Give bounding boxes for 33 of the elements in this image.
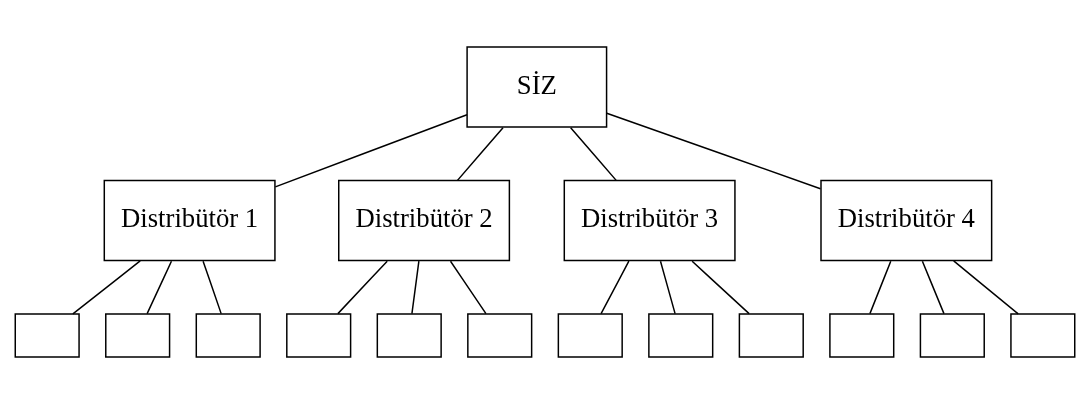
connector	[600, 260, 630, 314]
node-box	[195, 312, 261, 358]
node-box	[376, 312, 442, 358]
connector	[449, 260, 487, 314]
node-box: Distribütör 2	[338, 179, 511, 261]
node-box	[919, 312, 985, 358]
connector	[337, 260, 388, 314]
node-box	[467, 312, 533, 358]
node-box	[648, 312, 714, 358]
connector	[274, 113, 468, 188]
connector	[411, 260, 420, 314]
node-box: Distribütör 3	[563, 179, 736, 261]
connector	[569, 126, 617, 181]
connector	[606, 111, 822, 189]
connector	[952, 259, 1019, 315]
node-box	[105, 312, 171, 358]
connector	[691, 260, 750, 314]
node-box: SİZ	[466, 45, 608, 128]
node-box	[14, 312, 80, 358]
connector	[202, 260, 222, 314]
node-box: Distribütör 1	[103, 179, 276, 261]
connector	[869, 260, 892, 314]
connector	[456, 126, 504, 181]
connector	[921, 260, 945, 314]
node-box	[1010, 312, 1076, 358]
node-box: Distribütör 4	[820, 179, 993, 261]
connector	[659, 260, 676, 314]
connector	[146, 260, 173, 314]
connector	[72, 259, 141, 315]
node-box	[738, 312, 804, 358]
node-box	[286, 312, 352, 358]
node-box	[829, 312, 895, 358]
node-box	[557, 312, 623, 358]
